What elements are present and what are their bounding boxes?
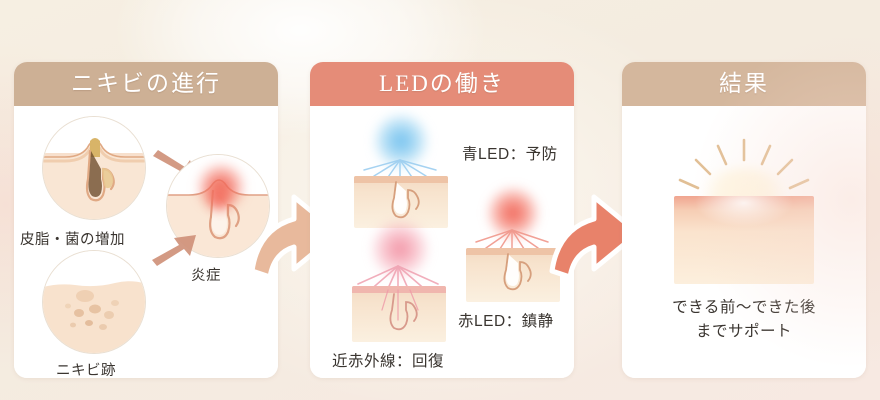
result-caption-line1: できる前〜できた後 — [672, 299, 816, 316]
illustration-clear-skin — [660, 134, 828, 284]
result-caption-line2: までサポート — [695, 323, 792, 341]
illustration-red-led — [458, 184, 566, 306]
illustration-near-infrared — [342, 218, 454, 344]
illustration-blue-led — [346, 108, 454, 228]
panel-result: 結果 できる — [622, 62, 866, 378]
panel-acne-progression: ニキビの進行 皮脂・菌の増加 — [14, 62, 278, 378]
panel-led-action-header: LEDの働き — [310, 62, 574, 106]
panel-acne-progression-header: ニキビの進行 — [14, 62, 278, 106]
panel-result-body: できる前〜できた後 までサポート — [622, 106, 866, 378]
panel-acne-progression-body: 皮脂・菌の増加 炎症 — [14, 106, 278, 378]
result-caption: できる前〜できた後 までサポート — [622, 296, 866, 344]
label-blue-led: 青LED：予防 — [462, 146, 558, 163]
label-near-infrared: 近赤外線：回復 — [332, 353, 445, 370]
illustration-inflammation — [166, 154, 270, 258]
panel-result-header: 結果 — [622, 62, 866, 106]
label-sebum-increase: 皮脂・菌の増加 — [20, 232, 125, 248]
label-acne-scar: ニキビ跡 — [56, 363, 116, 378]
arrow-scar-to-inflammation — [152, 235, 196, 266]
label-red-led: 赤LED：鎮静 — [458, 313, 554, 330]
panel-led-action-body: 青LED：予防 — [310, 106, 574, 378]
label-inflammation: 炎症 — [191, 268, 221, 284]
illustration-acne-scars — [42, 250, 146, 354]
illustration-clogged-pore — [42, 116, 146, 220]
panel-led-action: LEDの働き — [310, 62, 574, 378]
